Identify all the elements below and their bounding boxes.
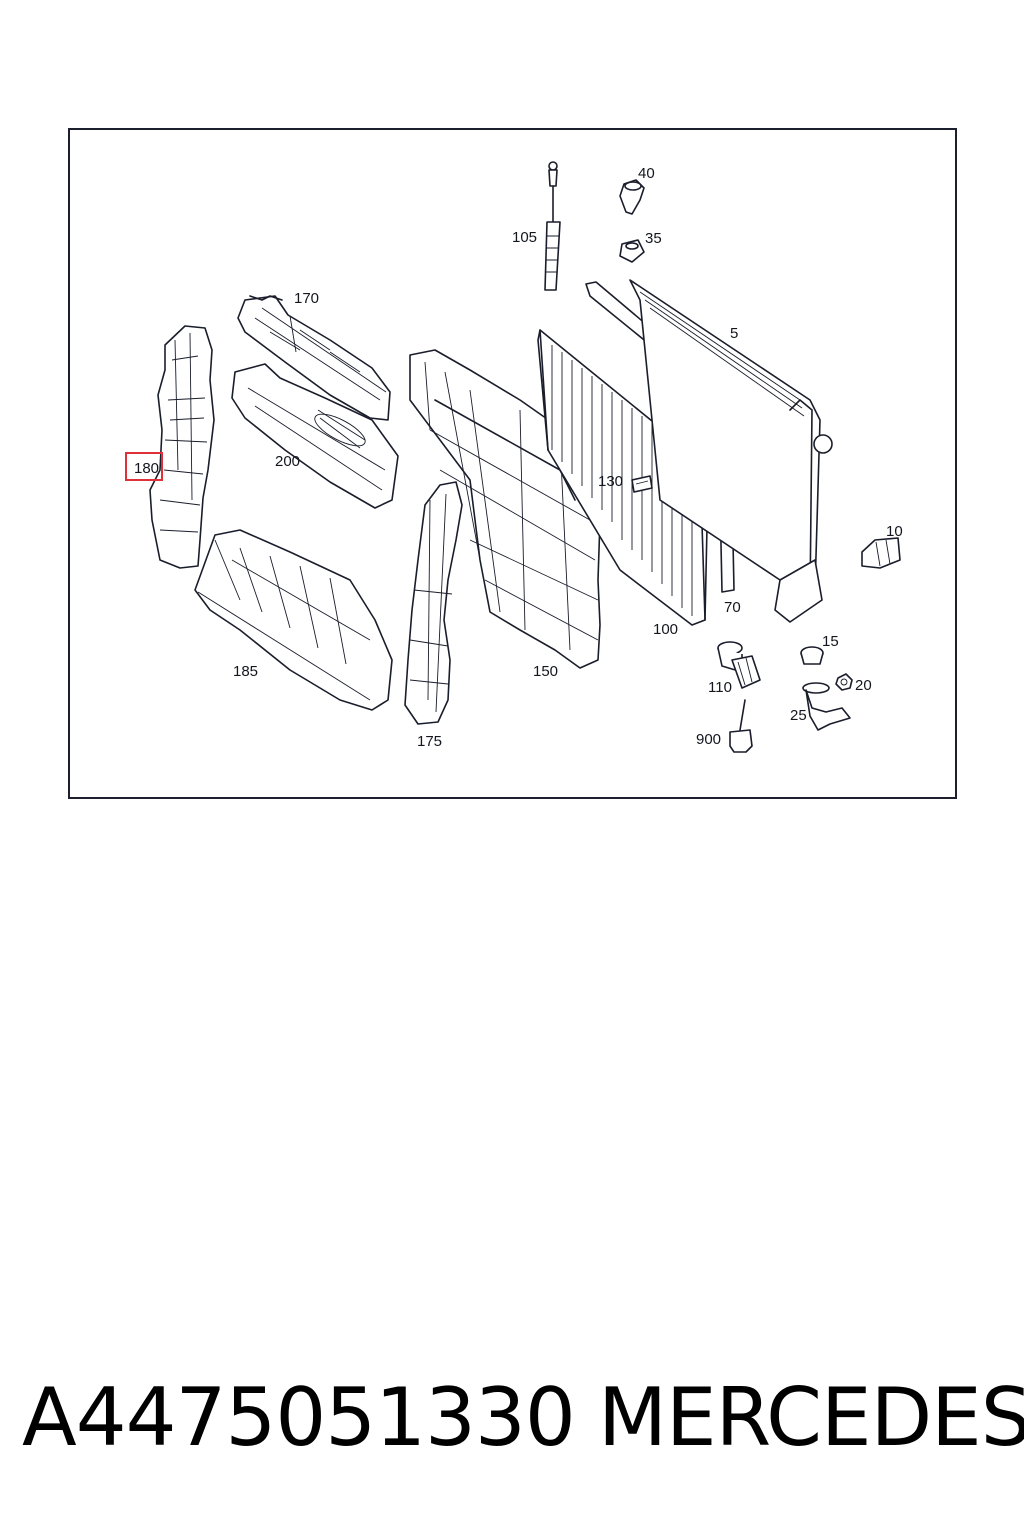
callout-35: 35	[645, 230, 662, 247]
part-number: A4475051330	[22, 1371, 576, 1464]
callout-180: 180	[134, 460, 159, 477]
part-5-radiator[interactable]	[629, 279, 833, 623]
part-130-bolt[interactable]	[631, 475, 653, 493]
callout-105: 105	[512, 229, 537, 246]
highlighted-callout-180[interactable]: 180	[125, 452, 163, 481]
callout-10: 10	[886, 523, 903, 540]
callout-5: 5	[730, 325, 738, 342]
part-110-filler-cap[interactable]	[717, 641, 761, 689]
part-20-nut[interactable]	[835, 673, 853, 691]
callout-130: 130	[598, 473, 623, 490]
callout-labels: 5 10 15 20 25 35 40 70 100 105 110 130 1…	[233, 165, 903, 750]
callout-40: 40	[638, 165, 655, 182]
part-10-fitting[interactable]	[861, 537, 901, 569]
callout-15: 15	[822, 633, 839, 650]
callout-185: 185	[233, 663, 258, 680]
diagram-frame	[68, 128, 957, 799]
part-15-cap[interactable]	[800, 646, 824, 665]
callout-900: 900	[696, 731, 721, 748]
brand-name: MERCEDES	[598, 1371, 1024, 1464]
part-175-side-duct[interactable]	[404, 481, 463, 725]
part-105-drier-cartridge[interactable]	[544, 161, 561, 291]
part-200-air-guide[interactable]	[231, 363, 399, 509]
part-170-upper-air-guide[interactable]	[237, 295, 391, 421]
part-25-bracket[interactable]	[802, 682, 851, 731]
part-40-clip[interactable]	[619, 179, 645, 215]
part-900-tag[interactable]	[729, 699, 753, 753]
callout-110: 110	[708, 679, 732, 696]
callout-200: 200	[275, 453, 300, 470]
part-180-side-air-duct[interactable]	[149, 325, 215, 569]
part-185-lower-air-guide[interactable]	[194, 529, 393, 711]
part-35-rubber-mount[interactable]	[619, 239, 645, 263]
callout-25: 25	[790, 707, 807, 724]
highlight-box	[125, 452, 163, 481]
callout-175: 175	[417, 733, 442, 750]
footer: A4475051330 MERCEDES	[0, 1370, 1024, 1480]
callout-170: 170	[294, 290, 319, 307]
callout-70: 70	[724, 599, 741, 616]
callout-150: 150	[533, 663, 558, 680]
callout-20: 20	[855, 677, 872, 694]
callout-100: 100	[653, 621, 678, 638]
